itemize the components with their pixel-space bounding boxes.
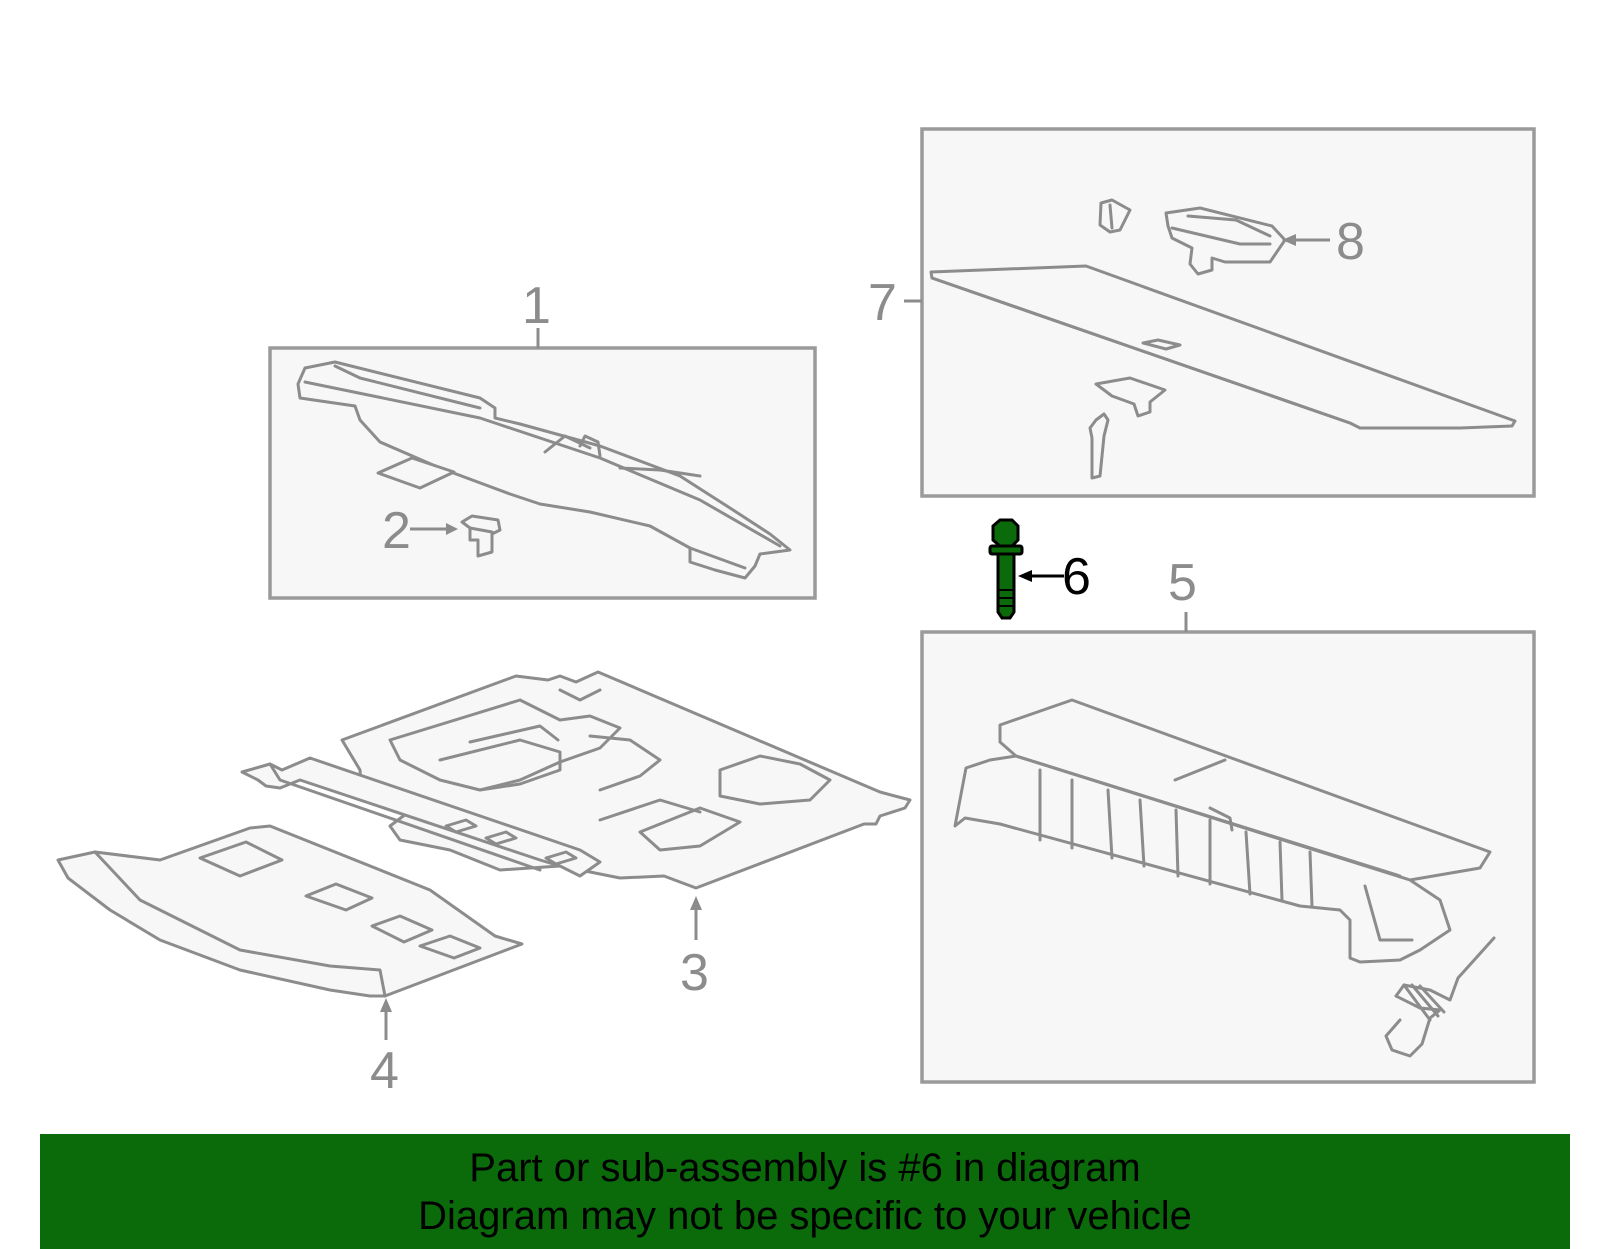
cover-bracket xyxy=(1098,198,1132,234)
callout-8: 8 xyxy=(1336,213,1365,271)
part-8-arrowhead xyxy=(1282,234,1296,246)
hinge-spring xyxy=(1384,936,1496,1058)
part-group-7[interactable] xyxy=(904,127,1536,498)
callout-3: 3 xyxy=(680,944,709,1002)
part-4-arrowhead xyxy=(380,998,392,1012)
callout-2: 2 xyxy=(382,502,411,560)
part-3-arrowhead xyxy=(690,896,702,910)
bolt-head xyxy=(991,518,1020,548)
banner-line-1: Part or sub-assembly is #6 in diagram xyxy=(469,1146,1141,1190)
part-3-floor-panel[interactable] xyxy=(240,670,912,890)
part-2-clip[interactable] xyxy=(460,514,502,558)
callout-5: 5 xyxy=(1168,554,1197,612)
info-banner: Part or sub-assembly is #6 in diagram Di… xyxy=(40,1134,1570,1249)
part-group-5[interactable] xyxy=(920,612,1536,1084)
banner-line-2: Diagram may not be specific to your vehi… xyxy=(418,1194,1192,1238)
callout-7: 7 xyxy=(868,274,897,332)
cover-retainer xyxy=(1094,376,1167,418)
part-2-arrowhead xyxy=(446,523,458,535)
shelf-trim-panel xyxy=(296,360,792,580)
bolt-shank xyxy=(996,552,1016,620)
rear-trim-panel xyxy=(56,824,524,998)
parts-diagram: 1 2 3 4 5 6 7 8 xyxy=(56,127,1536,1100)
callout-6: 6 xyxy=(1062,548,1091,606)
cover-pin xyxy=(1088,412,1110,480)
callout-4: 4 xyxy=(370,1042,399,1100)
part-6-arrowhead xyxy=(1018,570,1032,582)
part-group-1[interactable] xyxy=(268,328,817,600)
part-7-box xyxy=(920,127,1536,498)
part-4-trim-panel[interactable] xyxy=(56,824,524,998)
storage-tray-lid xyxy=(998,698,1492,882)
callout-1: 1 xyxy=(522,277,551,335)
floor-crossmember xyxy=(240,756,602,878)
part-6-bolt[interactable] xyxy=(988,518,1064,620)
shelf-pad xyxy=(376,456,456,490)
